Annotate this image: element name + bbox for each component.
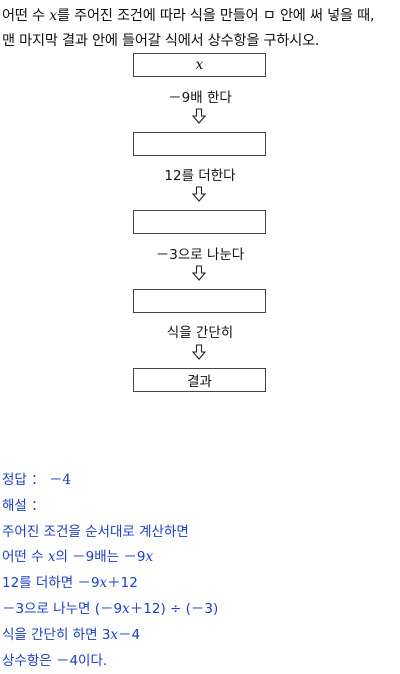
text: －4 — [118, 626, 141, 643]
explanation-conclusion: 상수항은 －4이다. — [2, 652, 108, 669]
explanation-step-4: 식을 간단히 하면 3x－4 — [2, 623, 398, 649]
hollow-down-arrow-icon — [191, 108, 207, 124]
step-add: 12를 더한다 — [164, 168, 236, 184]
empty-box-1 — [133, 132, 266, 156]
text: 의 －9배는 －9 — [55, 549, 146, 566]
answer-value: －4 — [48, 472, 72, 488]
question-line-1-end: 를 주어진 조건에 따라 식을 만들어 ㅁ 안에 써 넣을 때, — [57, 8, 375, 24]
hollow-down-arrow-icon — [191, 186, 207, 202]
answer-line: 정답 ： －4 — [2, 468, 398, 494]
text: 12를 더하면 －9 — [2, 575, 100, 592]
explanation-step-3: －3으로 나누면 (－9x＋12) ÷ (－3) — [2, 597, 398, 623]
variable: x — [110, 626, 119, 643]
text: 식을 간단히 하면 3 — [2, 626, 111, 643]
flowchart: x －9배 한다 12를 더한다 －3으로 나눈다 식을 간단히 결과 — [133, 53, 266, 392]
variable: x — [47, 549, 56, 566]
result-box: 결과 — [133, 368, 266, 392]
variable: x — [122, 600, 130, 617]
explanation-step-2: 12를 더하면 －9x＋12 — [2, 571, 398, 597]
question-line-1: 어떤 수 x를 주어진 조건에 따라 식을 만들어 ㅁ 안에 써 넣을 때, — [2, 4, 398, 29]
text: 어떤 수 — [2, 549, 48, 566]
question-variable: x — [49, 8, 57, 24]
text: ＋12 — [107, 575, 138, 592]
question-line-2: 맨 마지막 결과 안에 들어갈 식에서 상수항을 구하시오. — [2, 33, 320, 49]
empty-box-2 — [133, 210, 266, 234]
start-variable: x — [195, 57, 204, 73]
explanation-intro: 주어진 조건을 순서대로 계산하면 — [2, 523, 189, 540]
text: ＋12) ÷ (－3) — [129, 600, 219, 617]
explanation-label: 해설 ： — [2, 497, 45, 514]
step-divide: －3으로 나눈다 — [155, 247, 245, 263]
step-multiply: －9배 한다 — [168, 90, 232, 106]
answer-section: 정답 ： －4 해설 ： 주어진 조건을 순서대로 계산하면 어떤 수 x의 －… — [2, 468, 398, 674]
answer-label: 정답 ： — [2, 472, 45, 488]
text: －3으로 나누면 (－9 — [2, 600, 123, 617]
step-simplify: 식을 간단히 — [166, 325, 234, 341]
hollow-down-arrow-icon — [191, 344, 207, 360]
hollow-down-arrow-icon — [191, 265, 207, 281]
variable: x — [99, 575, 108, 592]
explanation-step-1: 어떤 수 x의 －9배는 －9x — [2, 545, 398, 571]
question-text: 어떤 수 x를 주어진 조건에 따라 식을 만들어 ㅁ 안에 써 넣을 때, 맨… — [2, 4, 398, 54]
start-box: x — [133, 53, 266, 77]
variable: x — [145, 549, 154, 566]
question-line-1-start: 어떤 수 — [2, 8, 50, 24]
empty-box-3 — [133, 289, 266, 313]
